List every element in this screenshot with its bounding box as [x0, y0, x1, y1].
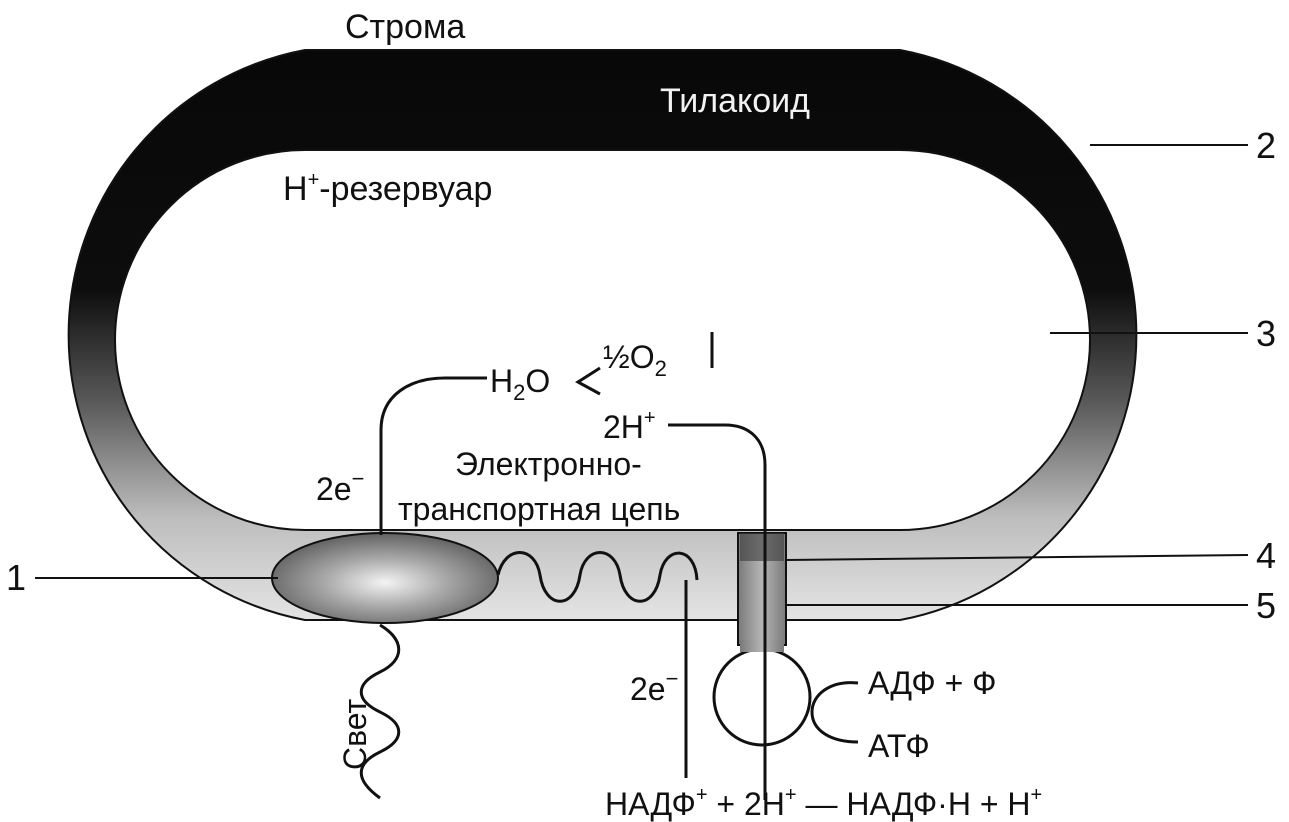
light-wave [359, 623, 401, 800]
proton-2h-label: 2H+ [603, 407, 656, 445]
callout-number-3: 3 [1256, 313, 1276, 354]
electron-transport-wave [496, 551, 699, 603]
callout-number-5: 5 [1256, 585, 1276, 626]
light-label: Свет [337, 699, 373, 770]
electrons-2e-top-label: 2e− [316, 466, 364, 507]
adp-atp-bracket [810, 681, 859, 744]
etc-label-line2: транспортная цепь [398, 491, 680, 527]
etc-label-line1: Электронно- [455, 446, 642, 482]
callout-number-1: 1 [6, 557, 26, 598]
nadp-equation: НАДФ+ + 2H+ — НАДФ·H + H+ [605, 784, 1042, 822]
stroma-label: Строма [345, 8, 465, 46]
atp-synthase-head [712, 647, 812, 747]
water-split-bracket [575, 366, 601, 396]
electrons-2e-bottom-label: 2e− [630, 666, 678, 707]
thylakoid-membrane [67, 49, 1138, 621]
water-electron-line [379, 376, 487, 535]
h-reservoir-label: H+-резервуар [283, 169, 492, 208]
photosystem [271, 532, 499, 624]
proton-line [668, 423, 767, 800]
callout-number-4: 4 [1256, 535, 1276, 576]
callout-line-4 [785, 554, 1249, 561]
callout-number-2: 2 [1256, 125, 1276, 166]
thylakoid-label: Тилакоид [660, 82, 810, 120]
water-label: H2O [490, 363, 550, 405]
atp-label: АТФ [868, 728, 930, 764]
adp-label: АДФ + Ф [868, 665, 997, 701]
half-o2-label: ½O2 [603, 339, 667, 381]
